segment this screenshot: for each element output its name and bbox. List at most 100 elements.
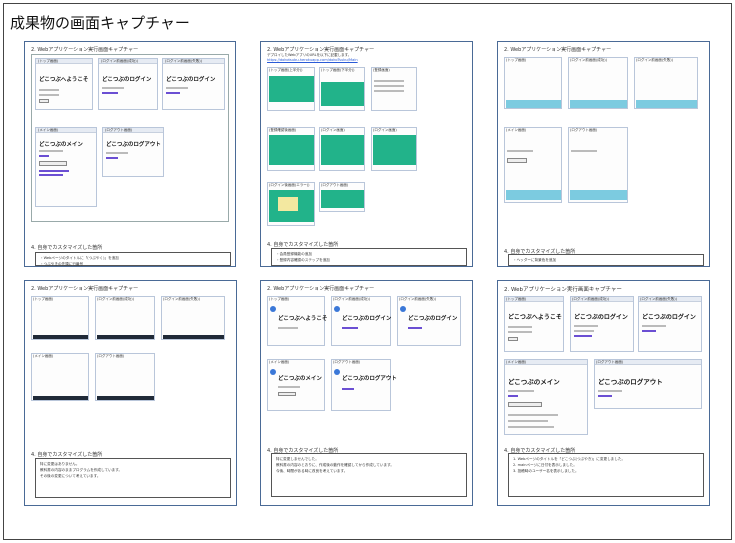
screen-heading: どこつぶのログイン — [574, 314, 628, 321]
screen-login-success: (ログイン前画面(成功)) どこつぶのログイン — [98, 58, 158, 110]
screen-logout: (ログアウト画面) — [95, 353, 155, 401]
screen-label: (ログイン画面) — [373, 128, 397, 132]
screenshot-area: (トップ画面) どこつぶへようこそ (ログイン前画面(成功)) どこつぶのログイ… — [267, 293, 467, 413]
customization-heading: 4. 自身でカスタマイズした箇所 — [504, 448, 576, 454]
card-header: 2. Webアプリケーション実行画面キャプチャー — [267, 286, 375, 292]
screen-heading: どこつぶのログアウト — [106, 142, 161, 148]
screen-login-fail: (ログイン前画面(失敗)) どこつぶのログイン — [162, 58, 225, 110]
screen-label: (ログイン画面) — [321, 128, 345, 132]
screen-top: (トップ画面) どこつぶへようこそ — [504, 296, 564, 352]
screen-label: (メイン画面) — [33, 354, 54, 358]
screen-top: (トップ画面) どこつぶへようこそ — [267, 296, 328, 346]
capture-card-3: 2. Webアプリケーション実行画面キャプチャー (トップ画面) (ログイン前画… — [497, 41, 710, 267]
app-url-link[interactable]: https://dokotsubu.herokuapp.com/dokoTsub… — [267, 58, 358, 62]
screen-top: (トップ画面) — [31, 296, 89, 340]
note-line: 今後、時間がある時に改良を考えています。 — [276, 469, 348, 473]
customization-notes: ・会員登録機能の追加 ・登録内容確認のステップを追加 — [271, 248, 467, 266]
screen-login-fail: (ログイン前画面(失敗)) どこつぶのログイン — [397, 296, 461, 346]
screenshot-area: (トップ画面) どこつぶへようこそ (ログイン前画面(成功)) どこつぶのログイ… — [31, 54, 229, 222]
screen-logout: (ログアウト画面) どこつぶのログアウト — [594, 359, 702, 409]
capture-card-4: 2. Webアプリケーション実行画面キャプチャー (トップ画面) (ログイン前画… — [24, 280, 237, 506]
screen-label: (メイン画面) — [38, 128, 59, 132]
screen-heading: どこつぶのログアウト — [342, 376, 397, 382]
screen-heading: どこつぶへようこそ — [278, 316, 328, 322]
screen-label: (トップ画面) — [506, 58, 527, 62]
screen-logout: (ログアウト画面) どこつぶのログアウト — [102, 127, 164, 177]
customization-notes: ・ヘッダーに背景色を追加 — [508, 254, 704, 266]
screen-main: (メイン画面) どこつぶのメイン — [504, 359, 588, 435]
card-header: 2. Webアプリケーション実行画面キャプチャー — [31, 47, 139, 53]
card-header: 2. Webアプリケーション実行画面キャプチャー — [504, 47, 612, 53]
customization-heading: 4. 自身でカスタマイズした箇所 — [267, 448, 339, 454]
screen-label: (トップ画面) — [38, 59, 59, 63]
screen-top-lower: (トップ画面(下半分)) — [319, 67, 365, 111]
customization-heading: 4. 自身でカスタマイズした箇所 — [31, 245, 103, 251]
screen-login-2: (ログイン画面) — [371, 127, 417, 171]
screen-login-fail: (ログイン前画面(失敗)) — [634, 57, 698, 109]
screen-label: (登録確認後画面) — [269, 128, 297, 132]
screen-heading: どこつぶのログアウト — [598, 378, 663, 386]
customization-heading: 4. 自身でカスタマイズした箇所 — [504, 249, 576, 255]
capture-card-5: 2. Webアプリケーション実行画面キャプチャー (トップ画面) どこつぶへよう… — [260, 280, 473, 506]
screen-label: (ログイン前画面(失敗)) — [636, 58, 673, 62]
screen-main: (メイン画面) どこつぶのメイン — [35, 127, 97, 207]
screenshot-area: (トップ画面) (ログイン前画面(成功)) (ログイン前画面(失敗)) (メイン… — [31, 293, 231, 413]
screen-heading: どこつぶのログイン — [408, 316, 458, 322]
screen-heading: どこつぶのログイン — [342, 316, 392, 322]
note-line: ・会員登録機能の追加 — [276, 252, 312, 256]
screen-top: (トップ画面) — [504, 57, 562, 109]
screen-label: (トップ画面(下半分)) — [321, 68, 355, 72]
screen-label: (ログイン前画面(成功)) — [570, 58, 607, 62]
screen-label: (ログイン前画面(失敗)) — [399, 297, 436, 301]
customization-notes: ・Webページのタイトルに「(つぶやく)」を追加 ・つぶやきの先頭に行番号 — [35, 252, 231, 266]
note-line: ・Webページのタイトルに「(つぶやく)」を追加 — [40, 256, 119, 260]
screen-register-confirm: (登録確認後画面) — [267, 127, 315, 171]
screen-label: (トップ画面) — [33, 297, 54, 301]
login-button[interactable] — [39, 99, 49, 103]
screen-login-success: (ログイン前画面(成功)) — [95, 296, 155, 340]
screen-label: (トップ画面) — [269, 297, 290, 301]
note-line: 2. mainページに日付を表示しました。 — [513, 463, 577, 467]
screen-login-error: (ログイン後画面(エラー)) — [267, 182, 315, 226]
customization-heading: 4. 自身でカスタマイズした箇所 — [31, 452, 103, 458]
screen-top: (トップ画面) どこつぶへようこそ — [35, 58, 93, 110]
screen-label: (ログイン前画面(失敗)) — [165, 59, 202, 63]
screen-label: (ログアウト画面) — [570, 128, 598, 132]
customization-notes: 1. Webページのタイトルを「どこつぶ(つぶやき)」に変更しました。 2. m… — [508, 453, 704, 497]
note-line: ・登録内容確認のステップを追加 — [276, 258, 330, 262]
screenshot-area: (トップ画面(上半分)) (トップ画面(下半分)) (登録画面) (登録確認後画… — [267, 64, 467, 239]
capture-card-2: 2. Webアプリケーション実行画面キャプチャー デプロイしたWebアプリのUR… — [260, 41, 473, 267]
screen-login-fail: (ログイン前画面(失敗)) — [161, 296, 225, 340]
screen-logout: (ログアウト画面) どこつぶのログアウト — [331, 359, 397, 411]
screen-main: (メイン画面) — [504, 127, 562, 203]
note-line: ・つぶやきの先頭に行番号 — [40, 262, 84, 266]
screen-label: (メイン画面) — [506, 128, 527, 132]
card-intro: デプロイしたWebアプリのURLを以下に記載します。 — [267, 53, 352, 57]
customization-notes: 特に変更はありません。 教科書の内容のままプログラムを作成しています。 その後の… — [35, 458, 231, 498]
screen-login: (ログイン画面) — [319, 127, 365, 171]
document-frame — [3, 3, 732, 540]
card-header: 2. Webアプリケーション実行画面キャプチャー — [504, 287, 622, 293]
note-line: その後の変更について考えています。 — [40, 474, 101, 478]
screen-heading: どこつぶのログイン — [102, 77, 152, 83]
screen-heading: どこつぶのログイン — [642, 314, 696, 321]
screen-label: (トップ画面) — [506, 297, 527, 301]
screen-label: (メイン画面) — [506, 360, 527, 364]
screen-main: (メイン画面) どこつぶのメイン — [267, 359, 325, 411]
screen-label: (ログイン前画面(成功)) — [333, 297, 370, 301]
screenshot-area: (トップ画面) どこつぶへようこそ (ログイン前画面(成功)) どこつぶのログイ… — [504, 293, 704, 438]
screen-label: (ログイン後画面(エラー)) — [269, 183, 310, 187]
browser-bar — [36, 59, 92, 64]
screen-label: (ログアウト画面) — [333, 360, 361, 364]
screen-heading: どこつぶのメイン — [278, 376, 322, 382]
screen-label: (ログアウト画面) — [105, 128, 133, 132]
screen-label: (ログアウト画面) — [97, 354, 125, 358]
screen-heading: どこつぶへようこそ — [39, 77, 89, 83]
screen-label: (ログイン前画面(成功)) — [572, 297, 609, 301]
screen-main: (メイン画面) — [31, 353, 89, 401]
note-line: 特に変更しませんでした。 — [276, 457, 319, 461]
card-header: 2. Webアプリケーション実行画面キャプチャー — [267, 47, 375, 53]
screen-heading: どこつぶのメイン — [39, 142, 83, 148]
screen-label: (ログイン前画面(成功)) — [101, 59, 138, 63]
note-line: 1. Webページのタイトルを「どこつぶ(つぶやき)」に変更しました。 — [513, 457, 626, 461]
